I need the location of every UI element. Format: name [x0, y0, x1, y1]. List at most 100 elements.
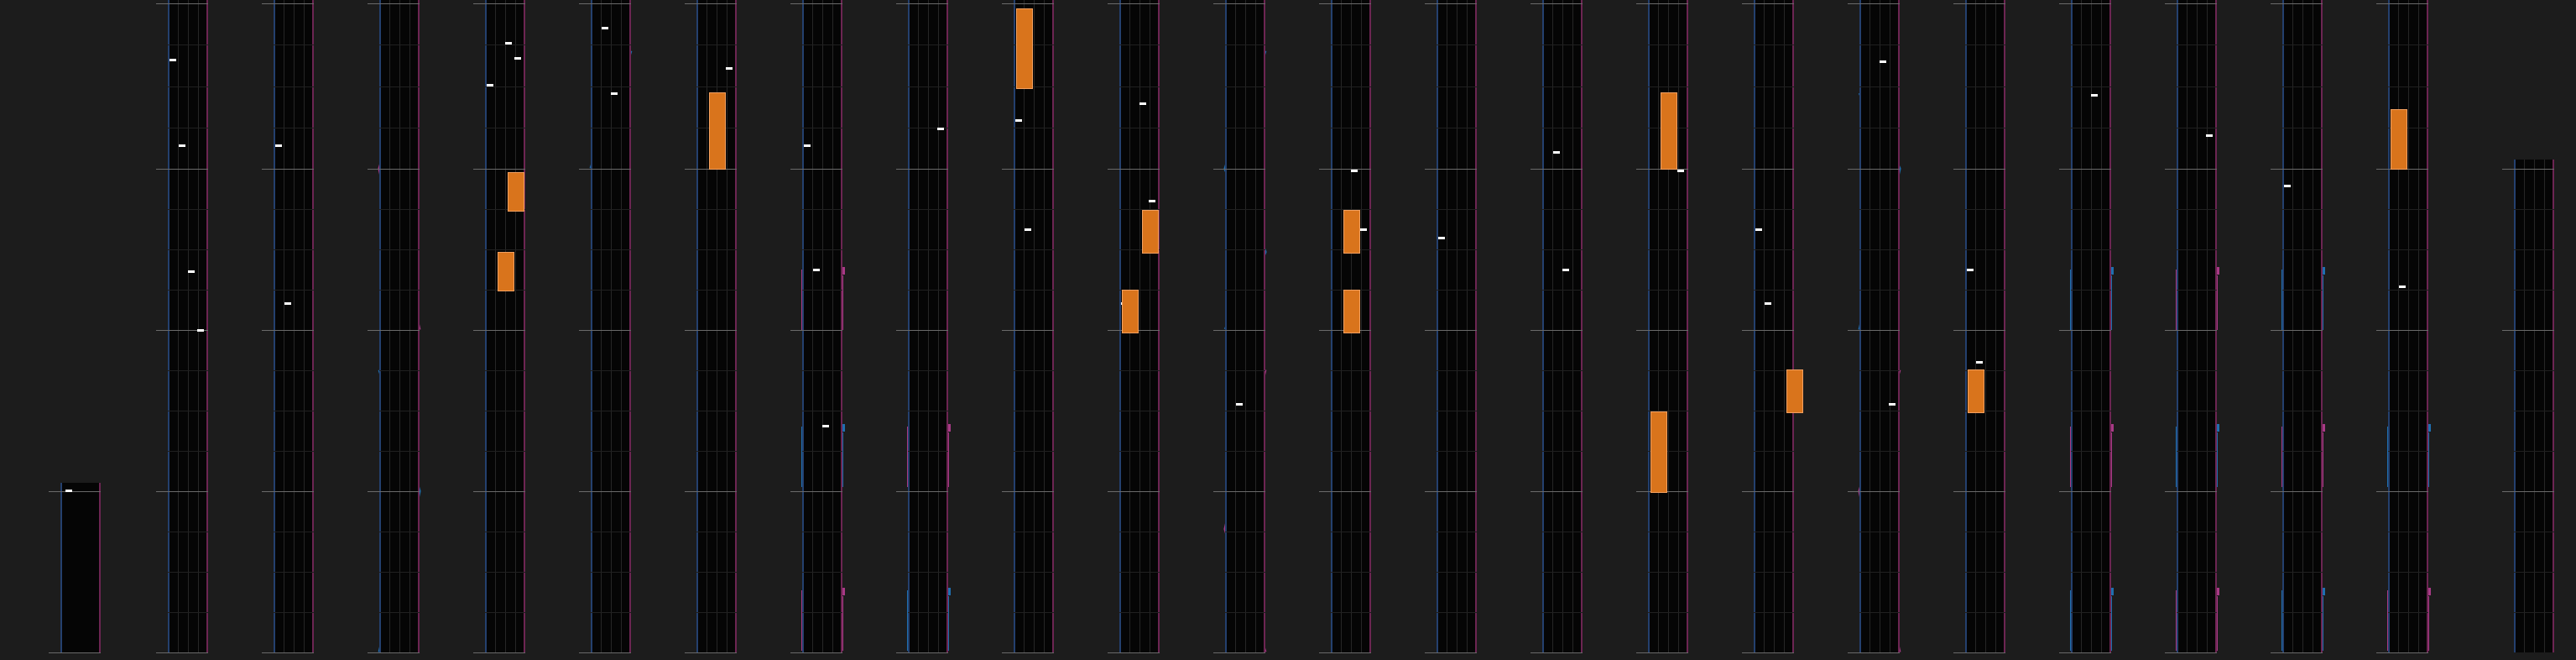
beat-line: [2177, 209, 2217, 210]
beat-line: [1225, 451, 1265, 452]
lane-divider: [1975, 0, 1976, 652]
measure-line: [368, 652, 420, 653]
measure-line: [685, 330, 737, 331]
chip-note: [487, 84, 493, 86]
lane-column: [2177, 0, 2217, 652]
beat-line: [168, 612, 208, 613]
measure-line: [1213, 491, 1265, 492]
chip-note: [726, 67, 733, 70]
chip-note: [514, 57, 521, 60]
beat-line: [1014, 612, 1054, 613]
beat-line: [802, 572, 842, 573]
measure-line: [2165, 491, 2217, 492]
measure-line: [2165, 330, 2217, 331]
right-edge: [2215, 0, 2217, 652]
beat-line: [1859, 451, 1900, 452]
beat-line: [1014, 209, 1054, 210]
beat-line: [802, 451, 842, 452]
beat-line: [1119, 451, 1160, 452]
lane-column: [1859, 0, 1900, 652]
left-edge: [1648, 0, 1650, 652]
left-edge: [1754, 0, 1755, 652]
beat-line: [2282, 209, 2323, 210]
right-edge: [206, 0, 208, 652]
measure-line: [473, 652, 525, 653]
fx-hold: [1343, 290, 1360, 333]
beat-line: [485, 451, 525, 452]
beat-line: [1225, 290, 1265, 291]
beat-line: [274, 249, 314, 250]
measure-line: [1530, 169, 1583, 170]
lane-divider: [1995, 0, 1996, 652]
beat-line: [485, 249, 525, 250]
beat-line: [168, 572, 208, 573]
left-edge: [2177, 0, 2178, 652]
measure-line: [790, 491, 842, 492]
measure-line: [896, 3, 948, 4]
lane-divider: [294, 0, 295, 652]
lane-divider: [918, 0, 919, 652]
measure-line: [1636, 330, 1688, 331]
beat-line: [2514, 249, 2554, 250]
chip-note: [602, 27, 608, 29]
beat-line: [1119, 209, 1160, 210]
measure-line: [156, 652, 208, 653]
beat-line: [1859, 572, 1900, 573]
beat-line: [2388, 249, 2428, 250]
beat-line: [168, 451, 208, 452]
measure-line: [896, 491, 948, 492]
beat-line: [1437, 451, 1477, 452]
measure-line: [1953, 491, 2005, 492]
lane-divider: [1774, 0, 1775, 652]
beat-line: [2388, 86, 2428, 87]
beat-line: [2282, 451, 2323, 452]
beat-line: [591, 249, 631, 250]
beat-line: [2177, 451, 2217, 452]
measure-line: [1742, 491, 1794, 492]
beat-line: [274, 612, 314, 613]
measure-line: [1636, 3, 1688, 4]
measure-line: [1213, 169, 1265, 170]
beat-line: [2071, 612, 2111, 613]
measure-line: [1953, 169, 2005, 170]
beat-line: [1859, 86, 1900, 87]
lane-divider: [611, 0, 612, 652]
lane-divider: [1678, 0, 1679, 652]
beat-line: [1437, 209, 1477, 210]
beat-line: [591, 290, 631, 291]
beat-line: [379, 451, 420, 452]
beat-line: [2282, 370, 2323, 371]
chip-note: [1149, 200, 1155, 202]
beat-line: [1014, 290, 1054, 291]
measure-line: [156, 491, 208, 492]
measure-line: [1530, 3, 1583, 4]
lane-column: [1542, 0, 1583, 652]
lane-divider: [515, 0, 516, 652]
beat-line: [1119, 290, 1160, 291]
right-edge: [2427, 0, 2428, 652]
measure-line: [1002, 652, 1054, 653]
measure-line: [2271, 3, 2323, 4]
lane-column: [2071, 0, 2111, 652]
left-edge: [908, 0, 910, 652]
beat-line: [2388, 572, 2428, 573]
lane-divider: [1361, 0, 1362, 652]
measure-line: [473, 491, 525, 492]
beat-line: [2388, 290, 2428, 291]
chip-note: [179, 144, 185, 147]
chip-note: [1025, 228, 1031, 231]
measure-line: [1953, 652, 2005, 653]
beat-line: [1542, 249, 1583, 250]
left-edge: [1331, 0, 1332, 652]
left-edge: [274, 0, 275, 652]
beat-line: [168, 209, 208, 210]
fx-hold: [1142, 210, 1159, 254]
measure-line: [685, 652, 737, 653]
beat-line: [1754, 572, 1794, 573]
beat-line: [2514, 451, 2554, 452]
beat-line: [379, 572, 420, 573]
chip-note: [284, 302, 291, 305]
right-edge: [524, 0, 525, 652]
measure-line: [473, 330, 525, 331]
beat-line: [1225, 209, 1265, 210]
